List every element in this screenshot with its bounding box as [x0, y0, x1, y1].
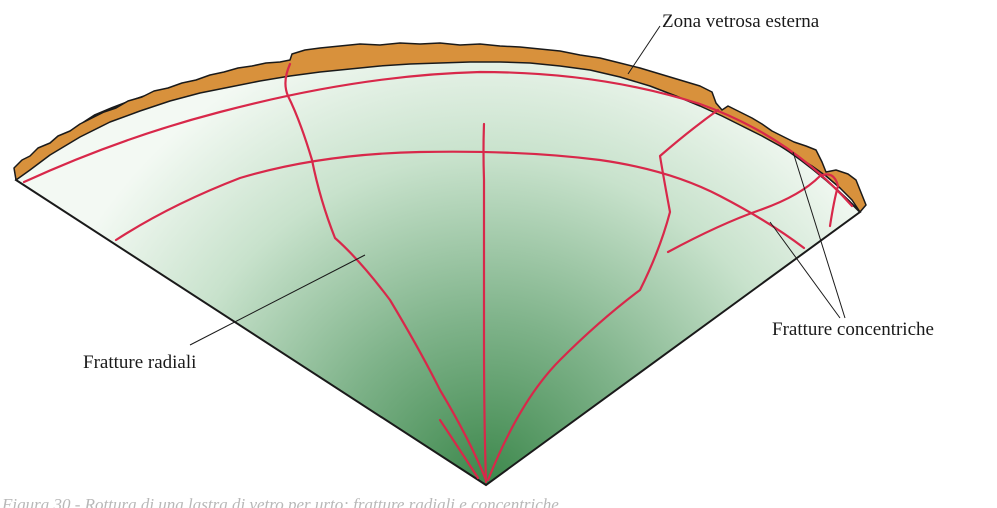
leader-outer-zone [628, 26, 660, 74]
figure-caption: Figura 30 - Rottura di una lastra di vet… [2, 496, 559, 508]
label-concentric-fractures: Fratture concentriche [772, 320, 934, 339]
label-outer-glass-zone: Zona vetrosa esterna [662, 12, 819, 31]
label-radial-fractures: Fratture radiali [83, 353, 196, 372]
